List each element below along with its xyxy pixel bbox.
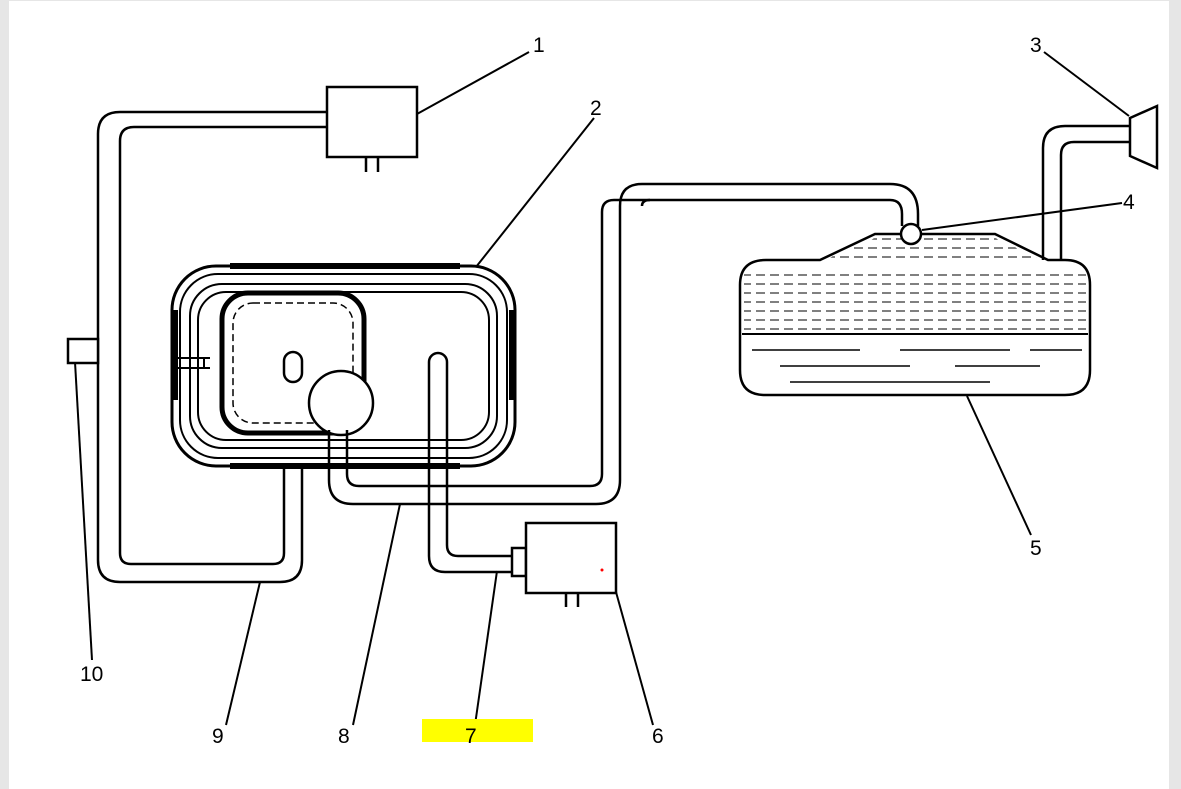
- rollover-valve: [899, 222, 923, 246]
- canister-vent-valve: [307, 369, 375, 437]
- filler-vent-pipe: [1041, 124, 1132, 260]
- canister-port-right: [427, 351, 512, 574]
- canister-port-left: [282, 350, 304, 384]
- tee-fitting: [66, 337, 100, 365]
- fuel-cap: [1128, 104, 1159, 170]
- callout-4: 4: [1123, 191, 1135, 214]
- callout-2: 2: [590, 97, 602, 120]
- hose-9: [96, 110, 327, 584]
- leader-lines: [74, 51, 1130, 726]
- callout-5: 5: [1030, 537, 1042, 560]
- callout-10: 10: [80, 663, 103, 686]
- callout-1: 1: [533, 34, 545, 57]
- callout-6: 6: [652, 725, 664, 748]
- vent-valve: [510, 521, 618, 607]
- hose-8: [327, 182, 920, 506]
- fuel-tank: [738, 232, 1092, 397]
- purge-solenoid: [325, 85, 419, 172]
- callout-8: 8: [338, 725, 350, 748]
- red-dot: [600, 568, 604, 572]
- callout-7-highlight: [422, 719, 533, 742]
- callout-9: 9: [212, 725, 224, 748]
- callout-7: 7: [465, 725, 477, 748]
- callout-3: 3: [1030, 34, 1042, 57]
